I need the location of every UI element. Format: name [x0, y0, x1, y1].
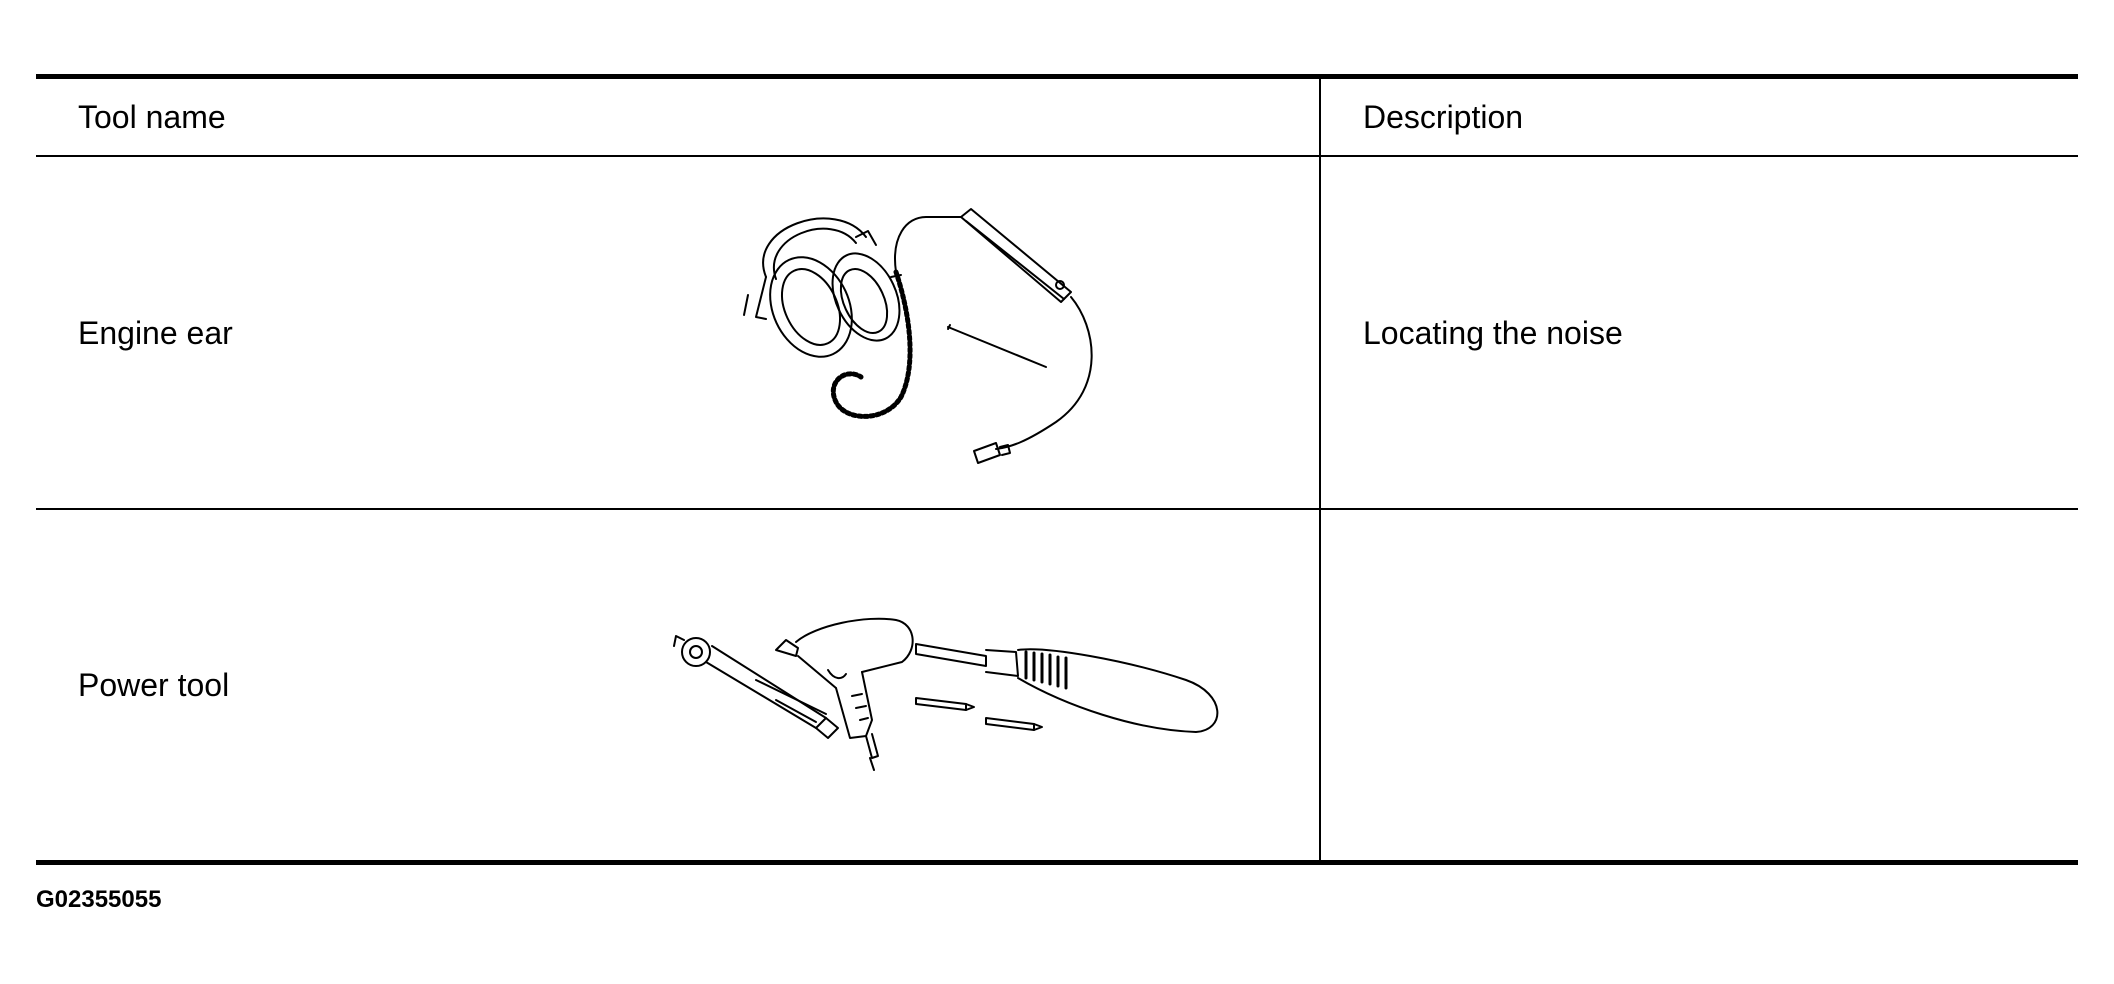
- power-tool-icon: [673, 617, 1219, 771]
- tool-table: Tool name Description Engine ear: [36, 74, 2078, 865]
- header-description: Description: [1363, 99, 1524, 135]
- description-cell: [1320, 509, 2078, 863]
- header-tool-name: Tool name: [78, 99, 226, 135]
- tool-name: Power tool: [78, 667, 230, 703]
- figure-code: G02355055: [36, 886, 162, 913]
- table-header-row: Tool name Description: [36, 76, 2078, 157]
- table-row: Engine ear: [36, 156, 2078, 510]
- tool-name-cell: Power tool: [36, 509, 1321, 863]
- header-description-cell: Description: [1320, 76, 2078, 157]
- tool-name-cell: Engine ear: [36, 156, 1321, 510]
- engine-ear-icon: [743, 208, 1093, 464]
- description-cell: Locating the noise: [1320, 156, 2078, 510]
- table-row: Power tool: [36, 509, 2078, 863]
- tool-name: Engine ear: [78, 314, 233, 351]
- tool-description: Locating the noise: [1363, 314, 1623, 351]
- header-tool-name-cell: Tool name: [36, 76, 1321, 157]
